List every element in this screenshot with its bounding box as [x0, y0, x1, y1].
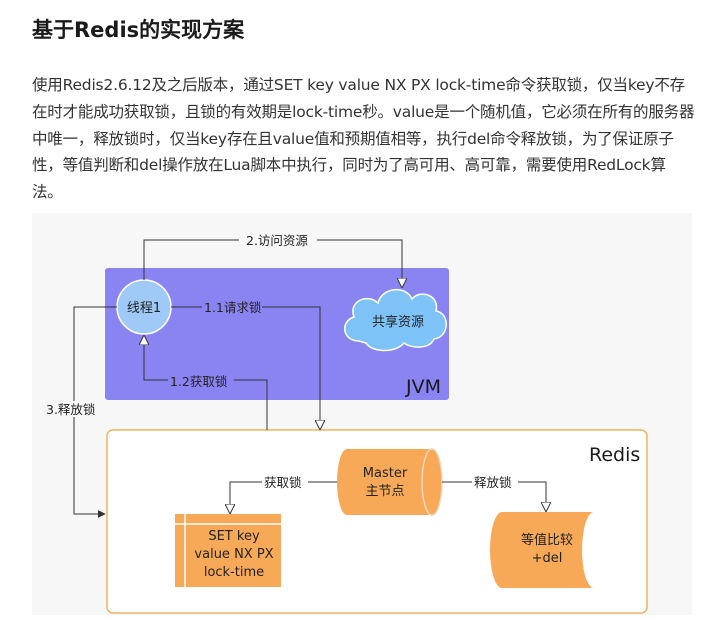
- set-command-block: SET key value NX PX lock-time: [175, 514, 281, 587]
- shared-resource-label: 共享资源: [372, 314, 424, 330]
- set-command-line3: lock-time: [204, 565, 264, 580]
- set-command-line2: value NX PX: [194, 547, 273, 562]
- set-command-line1: SET key: [208, 529, 260, 544]
- free-lock-label: 释放锁: [474, 475, 512, 490]
- acquire-lock-label: 1.2获取锁: [170, 374, 228, 389]
- section-heading: 基于Redis的实现方案: [32, 18, 245, 42]
- master-node: Master 主节点: [337, 448, 443, 516]
- master-label-cn: 主节点: [365, 484, 404, 499]
- access-label: 2.访问资源: [246, 233, 308, 248]
- thread-label: 线程1: [127, 301, 161, 316]
- diagram-svg: JVM Redis 线程1 共享资源 2.访问资源 1.1请求锁 1.2获取锁 …: [44, 232, 648, 614]
- del-label: +del: [532, 551, 563, 566]
- release-lock-label: 3.释放锁: [46, 402, 96, 417]
- redis-lock-diagram: JVM Redis 线程1 共享资源 2.访问资源 1.1请求锁 1.2获取锁 …: [32, 213, 692, 615]
- get-lock-label: 获取锁: [264, 475, 302, 490]
- redis-label: Redis: [589, 444, 640, 466]
- description-paragraph: 使用Redis2.6.12及之后版本，通过SET key value NX PX…: [32, 76, 695, 202]
- shared-resource-cloud: 共享资源: [344, 289, 447, 352]
- compare-label: 等值比较: [521, 532, 573, 548]
- master-label-en: Master: [363, 466, 408, 481]
- request-lock-label: 1.1请求锁: [204, 300, 262, 315]
- compare-del-block: 等值比较 +del: [490, 512, 594, 588]
- jvm-label: JVM: [405, 376, 441, 398]
